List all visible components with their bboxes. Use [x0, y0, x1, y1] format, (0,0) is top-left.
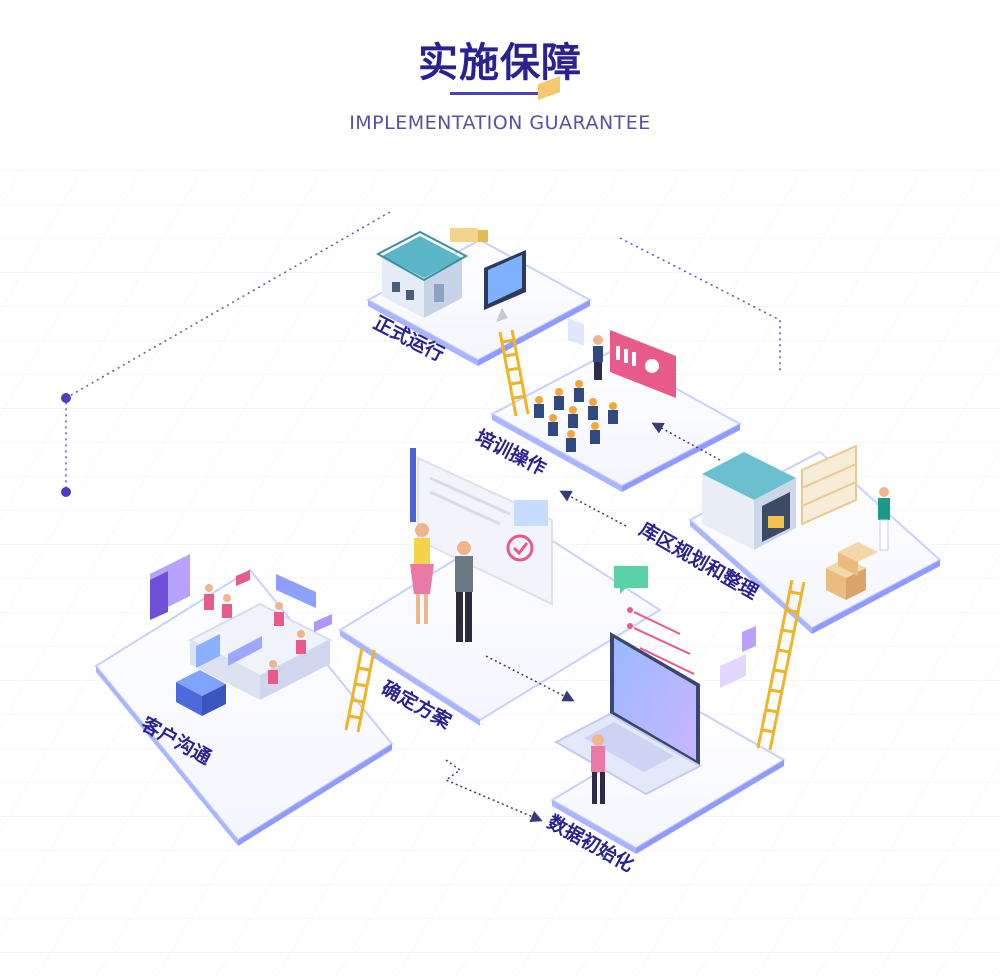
- guide-dot-top: [61, 393, 71, 403]
- truck-icon: [450, 228, 488, 242]
- office-desks-icon: [187, 602, 333, 700]
- laptop-icon: [553, 632, 703, 796]
- staff-icon: [204, 584, 306, 684]
- reception-desk-icon: [176, 634, 226, 716]
- presentation-board-icon: [610, 330, 676, 398]
- planning-warehouse-icon: [702, 452, 796, 550]
- platform-customer: [94, 568, 394, 846]
- page-title: 实施保障: [418, 40, 582, 86]
- ladder-go-live: [498, 329, 530, 417]
- ladder-data-init: [756, 579, 806, 751]
- floating-panels-icon: [150, 554, 332, 632]
- box-icon: [538, 76, 560, 101]
- page-subtitle: IMPLEMENTATION GUARANTEE: [349, 112, 651, 134]
- shelf-icon: [801, 444, 857, 526]
- woman-presenter-icon: [410, 523, 434, 624]
- monitor-icon: [484, 250, 526, 322]
- audience-icon: [534, 380, 618, 452]
- warehouse-building-icon: [375, 230, 469, 318]
- title-underline: [450, 92, 550, 95]
- trainer-icon: [593, 335, 603, 380]
- boxes-icon: [826, 542, 878, 600]
- ladder-confirm-plan: [344, 647, 376, 733]
- user-at-laptop-icon: [591, 734, 605, 804]
- document-icon: [568, 318, 584, 346]
- flow-arrows: [444, 422, 721, 822]
- whiteboard-icon: [410, 448, 553, 606]
- man-presenter-icon: [455, 541, 473, 642]
- header: 实施保障 IMPLEMENTATION GUARANTEE: [0, 0, 1000, 150]
- data-bubbles-icon: [614, 566, 756, 688]
- worker-icon: [878, 487, 890, 551]
- platform-go-live: [365, 238, 593, 366]
- guide-dot-bottom: [61, 487, 71, 497]
